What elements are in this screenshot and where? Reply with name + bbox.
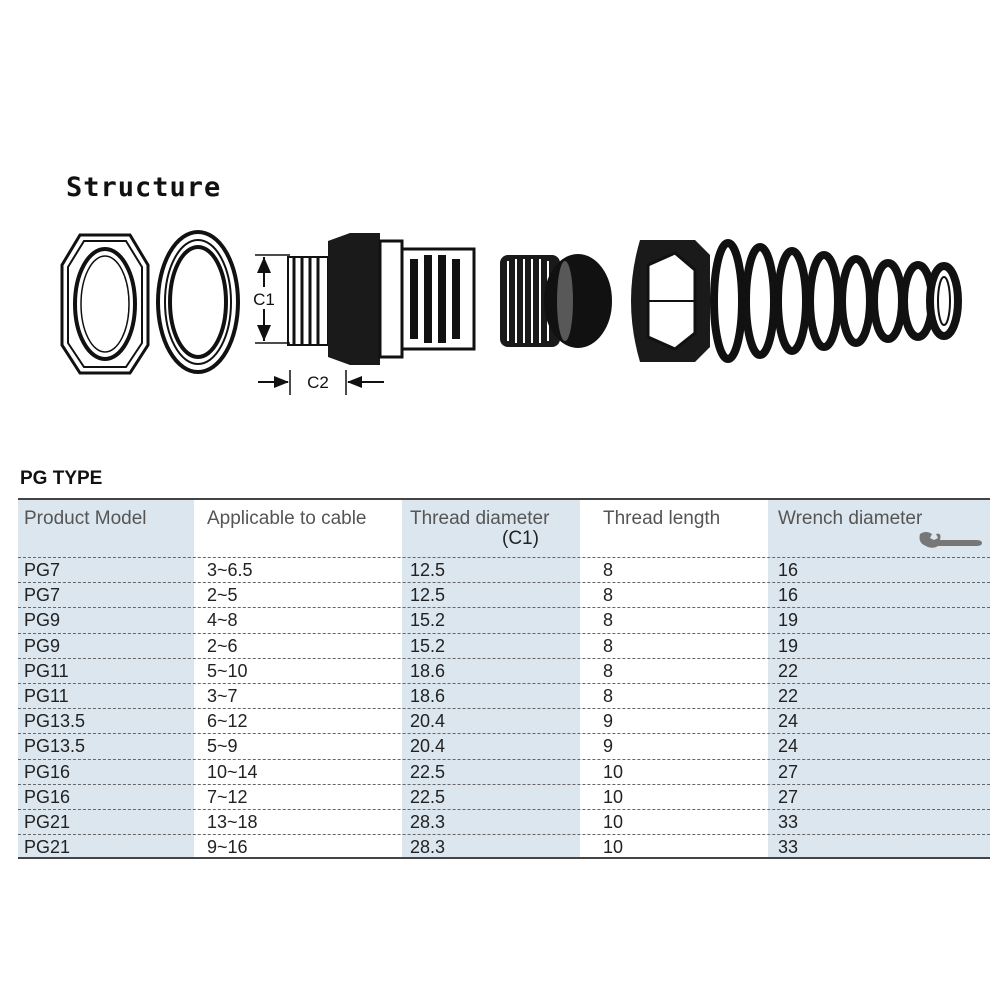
table-row: PG16 10~14 22.5 10 27: [18, 760, 990, 785]
cell-wrench: 19: [778, 610, 799, 631]
header-thread-diameter-sub: (C1): [502, 528, 539, 549]
cell-wrench: 33: [778, 811, 799, 832]
cell-cable: 4~8: [207, 610, 238, 631]
table-row: PG11 5~10 18.6 8 22: [18, 659, 990, 684]
c1-label: C1: [253, 290, 275, 309]
c2-label: C2: [307, 373, 329, 392]
cell-thread-length: 8: [603, 685, 614, 706]
cell-thread-diameter: 22.5: [410, 786, 446, 807]
cell-model: PG9: [24, 635, 61, 656]
cell-cable: 10~14: [207, 761, 258, 782]
cell-thread-length: 9: [603, 736, 614, 757]
cable-gland-exploded-diagram: C1 C2: [60, 230, 962, 395]
structure-title: Structure: [66, 172, 222, 203]
cell-thread-length: 10: [603, 786, 624, 807]
table-row: PG11 3~7 18.6 8 22: [18, 684, 990, 710]
cell-wrench: 24: [778, 711, 799, 732]
table-row: PG13.5 6~12 20.4 9 24: [18, 709, 990, 735]
table-row: PG9 2~6 15.2 8 19: [18, 634, 990, 659]
cell-thread-length: 10: [603, 811, 624, 832]
table-row: PG16 7~12 22.5 10 27: [18, 785, 990, 810]
cell-thread-diameter: 20.4: [410, 736, 446, 757]
cell-model: PG21: [24, 837, 71, 858]
cell-thread-length: 8: [603, 635, 614, 656]
cell-cable: 5~9: [207, 736, 238, 757]
cell-wrench: 22: [778, 685, 799, 706]
cell-thread-length: 8: [603, 560, 614, 580]
cell-model: PG13.5: [24, 711, 86, 732]
pg-type-table: Product Model Applicable to cable Thread…: [18, 498, 990, 859]
table-row: PG21 9~16 28.3 10 33: [18, 835, 990, 859]
shaded-column-thread-diameter: [402, 500, 580, 857]
cell-model: PG7: [24, 560, 61, 580]
cell-thread-diameter: 18.6: [410, 660, 446, 681]
cell-cable: 6~12: [207, 711, 248, 732]
cell-thread-diameter: 28.3: [410, 811, 446, 832]
cell-cable: 3~7: [207, 685, 238, 706]
cell-thread-length: 8: [603, 585, 614, 606]
table-row: PG13.5 5~9 20.4 9 24: [18, 734, 990, 760]
cell-model: PG16: [24, 761, 71, 782]
header-applicable-cable: Applicable to cable: [207, 508, 367, 529]
wrench-icon: [919, 532, 982, 548]
cell-cable: 2~5: [207, 585, 238, 606]
cell-model: PG7: [24, 585, 61, 606]
cell-thread-length: 10: [603, 761, 624, 782]
header-wrench-diameter: Wrench diameter: [778, 508, 923, 529]
cell-cable: 5~10: [207, 660, 248, 681]
cell-wrench: 33: [778, 837, 799, 858]
pg-type-title: PG TYPE: [20, 468, 103, 489]
gland-body: [287, 233, 476, 365]
hex-nut: [60, 233, 150, 375]
cell-model: PG16: [24, 786, 71, 807]
cell-thread-length: 8: [603, 610, 614, 631]
cell-model: PG11: [24, 660, 69, 681]
cell-thread-diameter: 15.2: [410, 610, 446, 631]
header-thread-length: Thread length: [603, 508, 721, 529]
header-product-model: Product Model: [24, 508, 147, 529]
shaded-column-model: [18, 500, 194, 857]
cell-wrench: 22: [778, 660, 799, 681]
c1-dimension: C1: [248, 254, 290, 344]
cell-model: PG21: [24, 811, 71, 832]
cell-thread-diameter: 12.5: [410, 585, 446, 606]
cell-thread-diameter: 15.2: [410, 635, 446, 656]
sealing-washer: [156, 230, 240, 374]
cell-thread-diameter: 20.4: [410, 711, 446, 732]
cell-wrench: 27: [778, 761, 799, 782]
cell-thread-length: 9: [603, 711, 614, 732]
cell-cable: 7~12: [207, 786, 248, 807]
cell-wrench: 19: [778, 635, 799, 656]
cell-cable: 13~18: [207, 811, 258, 832]
table-row: PG7 3~6.5 12.5 8 16: [18, 558, 990, 584]
table-row: PG21 13~18 28.3 10 33: [18, 810, 990, 836]
cell-thread-diameter: 22.5: [410, 761, 446, 782]
cell-model: PG13.5: [24, 736, 86, 757]
cell-model: PG9: [24, 610, 61, 631]
header-thread-diameter: Thread diameter: [410, 508, 550, 529]
cell-thread-diameter: 28.3: [410, 837, 446, 858]
c2-dimension: C2: [258, 370, 384, 395]
cell-cable: 3~6.5: [207, 560, 253, 580]
table-header: Product Model Applicable to cable Thread…: [18, 500, 990, 558]
dome-cap-strain-relief: [631, 239, 962, 363]
seal-insert: [500, 254, 612, 348]
cell-model: PG11: [24, 685, 69, 706]
cell-wrench: 16: [778, 560, 799, 580]
table-row: PG7 2~5 12.5 8 16: [18, 583, 990, 609]
table-row: PG9 4~8 15.2 8 19: [18, 608, 990, 634]
shaded-column-wrench: [768, 500, 990, 857]
cell-thread-diameter: 12.5: [410, 560, 446, 580]
cell-cable: 9~16: [207, 837, 248, 858]
cell-wrench: 24: [778, 736, 799, 757]
cell-wrench: 27: [778, 786, 799, 807]
cell-thread-length: 8: [603, 660, 614, 681]
cell-cable: 2~6: [207, 635, 238, 656]
cell-thread-length: 10: [603, 837, 624, 858]
cell-thread-diameter: 18.6: [410, 685, 446, 706]
cell-wrench: 16: [778, 585, 799, 606]
